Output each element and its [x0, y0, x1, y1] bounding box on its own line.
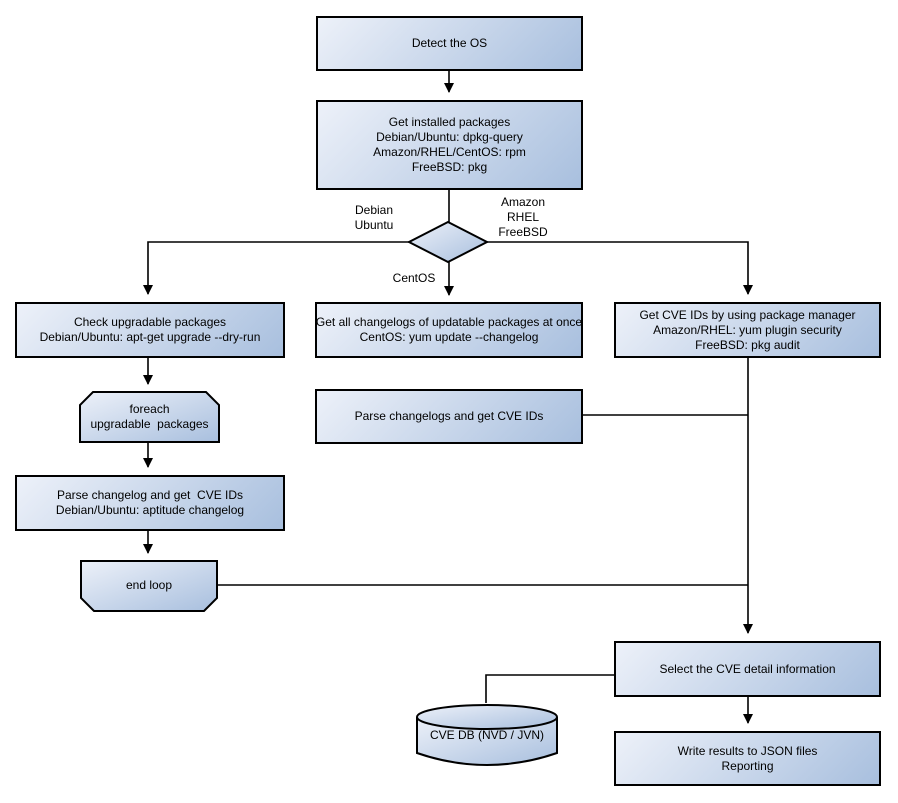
connector-decision-amazon-branch: [487, 241, 753, 295]
node-check-upgradable-packages: Check upgradable packages Debian/Ubuntu:…: [15, 302, 285, 358]
node-select-cve-detail: Select the CVE detail information: [614, 641, 881, 697]
foreach-loop-label-wrap: foreach upgradable packages: [80, 392, 219, 442]
node-check-upgradable-packages-label: Check upgradable packages Debian/Ubuntu:…: [39, 315, 261, 344]
cve-db-label-wrap: CVE DB (NVD / JVN): [417, 724, 557, 746]
connector-select-to-cvedb: [485, 674, 614, 703]
node-parse-changelog-left-label: Parse changelog and get CVE IDs Debian/U…: [55, 488, 245, 517]
cve-db-label: CVE DB (NVD / JVN): [429, 727, 544, 742]
node-parse-changelogs-mid: Parse changelogs and get CVE IDs: [315, 389, 583, 444]
edge-label-centos: CentOS: [392, 271, 436, 285]
node-get-all-changelogs-label: Get all changelogs of updatable packages…: [315, 315, 583, 344]
edge-label-amazon-rhel-freebsd: Amazon RHEL FreeBSD: [498, 195, 548, 239]
edge-label-debian-ubuntu: Debian Ubuntu: [354, 203, 394, 232]
foreach-loop-label: foreach upgradable packages: [90, 402, 209, 431]
node-get-all-changelogs: Get all changelogs of updatable packages…: [315, 302, 583, 358]
node-write-results-label: Write results to JSON files Reporting: [677, 743, 818, 773]
connector-decision-debian-branch: [143, 241, 409, 295]
node-select-cve-detail-label: Select the CVE detail information: [659, 661, 836, 676]
cve-db-cylinder-body: [416, 717, 558, 766]
node-get-cve-ids-right: Get CVE IDs by using package manager Ama…: [614, 302, 881, 358]
node-parse-changelogs-mid-label: Parse changelogs and get CVE IDs: [354, 409, 544, 423]
node-get-cve-ids-right-label: Get CVE IDs by using package manager Ama…: [639, 307, 856, 352]
node-detect-os-label: Detect the OS: [411, 36, 488, 50]
node-detect-os: Detect the OS: [316, 16, 583, 71]
node-get-installed-packages-label: Get installed packages Debian/Ubuntu: dp…: [373, 115, 526, 174]
node-parse-changelog-left: Parse changelog and get CVE IDs Debian/U…: [15, 475, 285, 531]
end-loop-shape: [80, 560, 218, 612]
end-loop-label: end loop: [125, 577, 173, 592]
os-decision-diamond: [406, 220, 490, 264]
foreach-loop-shape: [79, 391, 220, 443]
node-get-installed-packages: Get installed packages Debian/Ubuntu: dp…: [316, 100, 583, 190]
cve-db-cylinder-top: [416, 704, 558, 730]
node-write-results: Write results to JSON files Reporting: [614, 731, 881, 786]
end-loop-label-wrap: end loop: [81, 561, 217, 609]
